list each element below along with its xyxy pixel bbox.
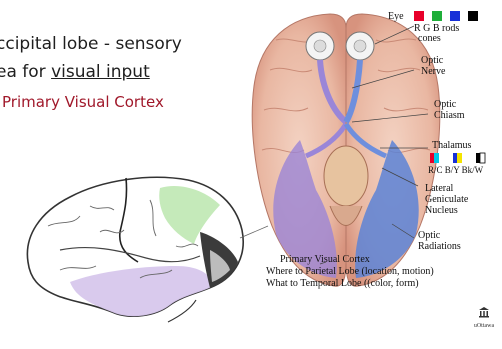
building-icon <box>478 306 490 318</box>
red-cone-swatch <box>414 11 424 21</box>
cyan-channel-swatch <box>434 153 439 163</box>
yellow-channel-swatch <box>457 153 462 163</box>
rods-swatch <box>468 11 478 21</box>
black-channel-swatch <box>476 153 480 163</box>
blue-channel-swatch <box>453 153 457 163</box>
logo-wordmark: uOttawa <box>470 323 498 329</box>
uottawa-logo: uOttawa <box>470 305 498 329</box>
white-channel-swatch <box>480 153 485 163</box>
blue-cone-swatch <box>450 11 460 21</box>
red-channel-swatch <box>430 153 434 163</box>
green-cone-swatch <box>432 11 442 21</box>
